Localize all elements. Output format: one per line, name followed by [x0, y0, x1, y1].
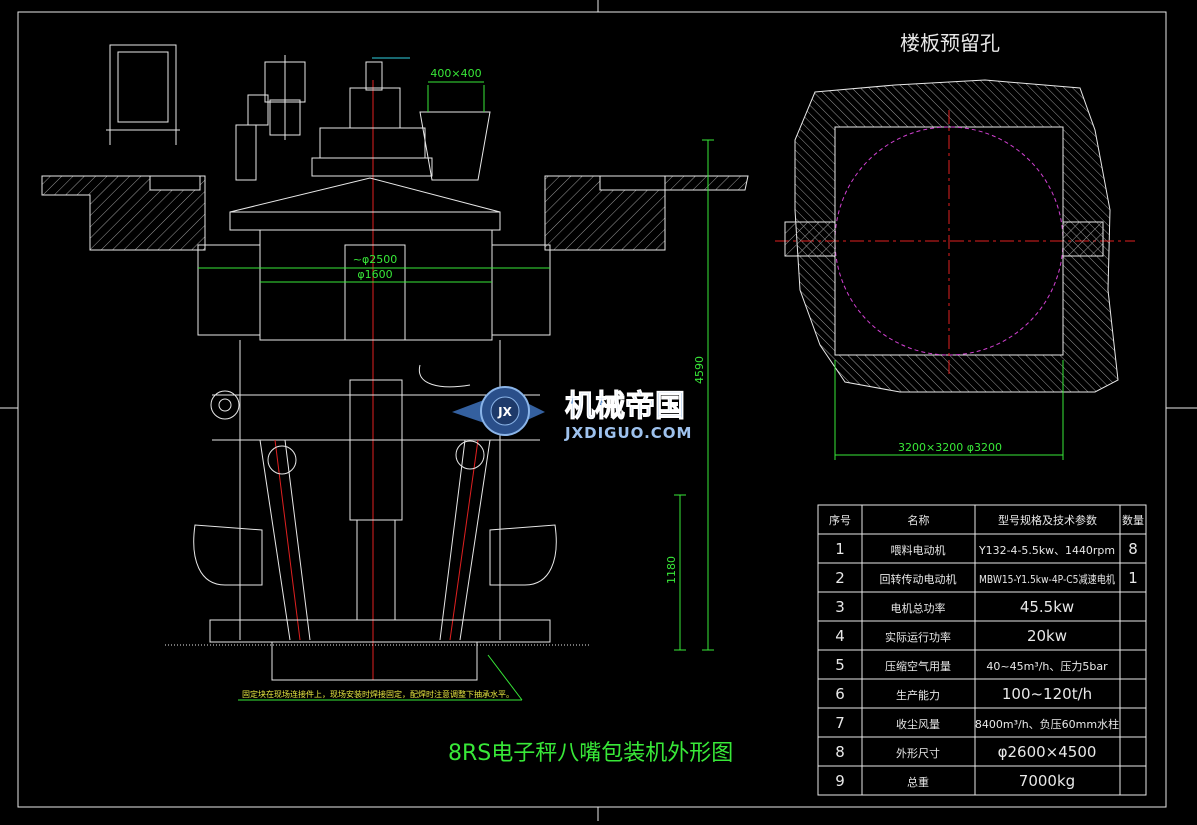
- watermark-en: JXDIGUO.COM: [564, 424, 692, 442]
- dim-height-lower: 1180: [665, 556, 678, 584]
- watermark-cn: 机械帝国: [565, 389, 685, 424]
- table-cell-no: 7: [835, 714, 845, 732]
- note-leader: [487, 654, 523, 701]
- table-cell-no: 9: [835, 772, 845, 790]
- table-cell-spec: 8400m³/h、负压60mm水柱: [975, 717, 1119, 731]
- table-cell-name: 生产能力: [896, 688, 940, 702]
- table-cell-no: 6: [835, 685, 845, 703]
- dim-top-width: 400×400: [430, 67, 481, 80]
- beam-left: [784, 221, 836, 257]
- table-cell-spec: 45.5kw: [1020, 598, 1074, 616]
- table-header-cell: 数量: [1122, 514, 1144, 527]
- drum-window: [344, 244, 406, 341]
- machine-elevation: 400×400 ~φ2500 φ1600: [41, 55, 749, 766]
- table-cell-spec: 40~45m³/h、压力5bar: [986, 660, 1108, 673]
- right-collector: [491, 244, 551, 336]
- roof-cone: [229, 177, 501, 213]
- table-cell-no: 5: [835, 656, 845, 674]
- floor-opening-size: 3200×3200 φ3200: [898, 441, 1002, 454]
- left-collector: [197, 244, 261, 336]
- rotary-drive: [311, 57, 433, 177]
- dim-inner-dia: φ1600: [357, 268, 392, 281]
- watermark-logo: JX 机械帝国 JXDIGUO.COM: [452, 386, 692, 442]
- table-cell-name: 实际运行功率: [885, 630, 951, 644]
- logo-letters: JX: [497, 405, 512, 419]
- installation-note: 固定块在现场连接件上，现场安装时焊接固定，配焊时注意调整下抽承水平。: [242, 689, 514, 699]
- feed-motor: [235, 55, 306, 181]
- table-header-cell: 序号: [829, 513, 851, 527]
- dim-outer-dia: ~φ2500: [353, 253, 397, 266]
- table-cell-name: 回转传动电动机: [880, 572, 957, 586]
- table-cell-no: 8: [835, 743, 845, 761]
- floor-opening-view: 楼板预留孔 3200×3200 φ3200: [775, 31, 1135, 460]
- table-cell-name: 喂料电动机: [891, 543, 946, 557]
- inlet-hopper: 400×400: [419, 67, 491, 181]
- table-cell-spec: 20kw: [1027, 627, 1067, 645]
- table-cell-spec: Y132-4-5.5kw、1440rpm: [978, 544, 1115, 557]
- main-drum: [259, 229, 493, 341]
- height-dimensions: 1180 4590: [665, 139, 714, 651]
- table-cell-no: 4: [835, 627, 845, 645]
- table-cell-spec: 100~120t/h: [1002, 685, 1092, 703]
- table-cell-name: 电机总功率: [891, 601, 946, 615]
- table-header-cell: 型号规格及技术参数: [998, 513, 1097, 527]
- table-cell-qty: 8: [1128, 540, 1138, 558]
- table-cell-no: 2: [835, 569, 845, 587]
- beam-right: [1062, 221, 1104, 257]
- table-cell-no: 3: [835, 598, 845, 616]
- floor-slab: [41, 175, 749, 251]
- floor-opening-title: 楼板预留孔: [900, 31, 1000, 55]
- table-cell-name: 收尘风量: [896, 717, 940, 731]
- reference-box: [106, 44, 180, 145]
- table-cell-name: 压缩空气用量: [885, 659, 951, 673]
- table-header-cell: 名称: [908, 513, 930, 527]
- table-cell-name: 外形尺寸: [896, 746, 940, 760]
- table-cell-spec: φ2600×4500: [998, 743, 1097, 761]
- table-cell-qty: 1: [1128, 569, 1138, 587]
- lower-frame: [165, 340, 590, 681]
- dim-height-total: 4590: [693, 356, 706, 384]
- drawing-border: [17, 11, 1167, 808]
- parameter-table: 序号 名称 型号规格及技术参数 数量 1 喂料电动机 Y132-4-5.5kw、1440rp…: [817, 504, 1147, 796]
- table-cell-spec: 7000kg: [1019, 772, 1075, 790]
- roof-rim: [229, 211, 501, 231]
- table-cell-name: 总重: [907, 775, 929, 789]
- table-cell-spec: MBW15-Y1.5kw-4P-C5减速电机: [979, 572, 1115, 586]
- table-cell-no: 1: [835, 540, 845, 558]
- drawing-title: 8RS电子秤八嘴包装机外形图: [448, 741, 733, 766]
